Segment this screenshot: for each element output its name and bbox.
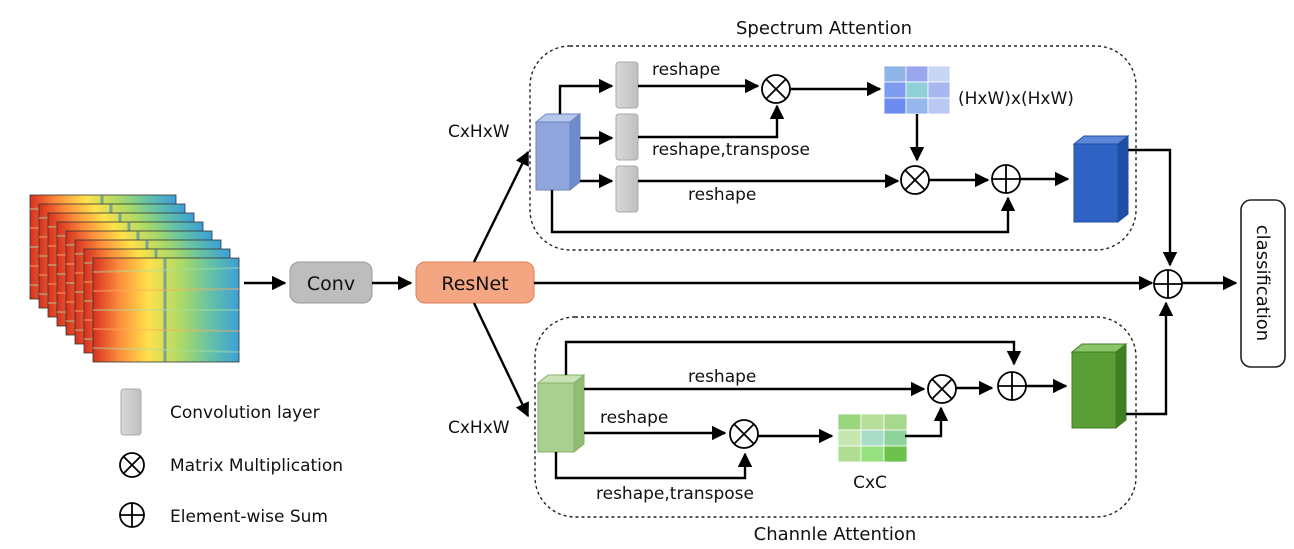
channel-matrix-cell <box>883 413 908 431</box>
spectrum-matrix-cell <box>905 97 929 115</box>
spectrum-elementwise-sum-icon <box>991 164 1021 194</box>
channel-attention-border <box>534 316 1137 518</box>
channel-output-cube <box>1070 342 1128 430</box>
spectrum-matrix-cell <box>927 81 951 99</box>
spectrum-reshape-1-label: reshape <box>652 60 720 80</box>
spectrum-matrix-cell <box>883 97 907 115</box>
channel-attention-module: Channle Attention reshape reshape reshap… <box>534 301 1174 545</box>
legend: Convolution layer Matrix Multiplication … <box>119 388 343 528</box>
spectrum-matrix-cell <box>883 81 907 99</box>
spectrogram-stack <box>29 194 240 363</box>
spectrum-attention-border <box>529 45 1137 251</box>
spectrum-conv-bar-2 <box>615 113 639 161</box>
channel-elementwise-sum-icon <box>997 371 1027 401</box>
arrow-to-channel-branch <box>472 302 530 418</box>
channel-matrix-cell <box>860 445 885 463</box>
legend-elementwise-sum-label: Element-wise Sum <box>170 507 328 527</box>
channel-matrix-cell <box>860 429 885 447</box>
legend-matrix-mult-icon <box>119 452 145 478</box>
channel-arrow-matrix-up <box>905 406 949 438</box>
legend-conv-layer-label: Convolution layer <box>170 403 320 423</box>
channel-attention-matrix <box>837 413 908 463</box>
arrow-to-spectrum-branch <box>472 150 530 263</box>
channel-matrix-cell <box>837 445 862 463</box>
spectrum-reshape-2-label: reshape <box>688 185 756 205</box>
spectrum-matrix-cell <box>927 97 951 115</box>
channel-matrix-label: CxC <box>853 473 887 493</box>
spectrum-attention-title: Spectrum Attention <box>736 18 912 39</box>
spectrum-matrix-mult-1-icon <box>761 74 791 104</box>
channel-matrix-cell <box>837 413 862 431</box>
spectrum-reshape-transpose-line <box>638 104 785 139</box>
conv-label: Conv <box>307 273 355 295</box>
spectrogram-layer <box>92 257 240 363</box>
spectrum-attention-module: Spectrum Attention reshape reshape,trans… <box>529 18 1178 267</box>
channel-matrix-cell <box>837 429 862 447</box>
spectrum-matrix-label: (HxW)x(HxW) <box>958 89 1074 109</box>
spectrum-attention-matrix <box>883 65 951 115</box>
spectrum-matrix-mult-2-icon <box>900 165 930 195</box>
spectrum-reshape-transpose-label: reshape,transpose <box>652 140 810 160</box>
spectrum-conv-bar-1 <box>615 61 639 109</box>
channel-input-shape: CxHxW <box>448 418 510 438</box>
channel-reshape-2-label: reshape <box>600 408 668 428</box>
classification-label: classification <box>1252 225 1273 341</box>
spectrum-output-cube <box>1072 134 1130 224</box>
legend-matrix-mult-label: Matrix Multiplication <box>170 456 343 476</box>
spectrum-residual-arrow <box>550 190 1016 234</box>
spectrum-input-cube <box>534 112 582 192</box>
channel-reshape-1-label: reshape <box>688 367 756 387</box>
channel-matrix-mult-1-icon <box>729 419 759 449</box>
channel-reshape-transpose-line <box>554 452 753 480</box>
spectrum-conv-bar-3 <box>615 165 639 213</box>
classification-box <box>1240 199 1286 368</box>
channel-matrix-cell <box>883 429 908 447</box>
channel-residual-arrow <box>564 340 1022 375</box>
spectrum-matrix-cell <box>883 65 907 83</box>
channel-attention-title: Channle Attention <box>754 524 917 545</box>
channel-arrow-to-final-sum <box>1126 301 1174 416</box>
channel-matrix-mult-2-icon <box>927 374 957 404</box>
spectrum-input-shape: CxHxW <box>448 122 510 142</box>
spectrum-matrix-cell <box>927 65 951 83</box>
spectrum-matrix-cell <box>905 81 929 99</box>
channel-input-cube <box>536 373 586 454</box>
spectrum-arrow-to-bar1 <box>558 78 614 114</box>
spectrum-matrix-cell <box>905 65 929 83</box>
final-elementwise-sum-icon <box>1153 269 1183 299</box>
legend-elementwise-sum-icon <box>119 502 145 528</box>
channel-matrix-cell <box>883 445 908 463</box>
spectrum-arrow-to-final-sum <box>1128 148 1178 267</box>
channel-reshape-transpose-label: reshape,transpose <box>596 484 754 504</box>
legend-conv-layer-icon <box>120 388 142 436</box>
channel-matrix-cell <box>860 413 885 431</box>
resnet-label: ResNet <box>441 273 508 295</box>
